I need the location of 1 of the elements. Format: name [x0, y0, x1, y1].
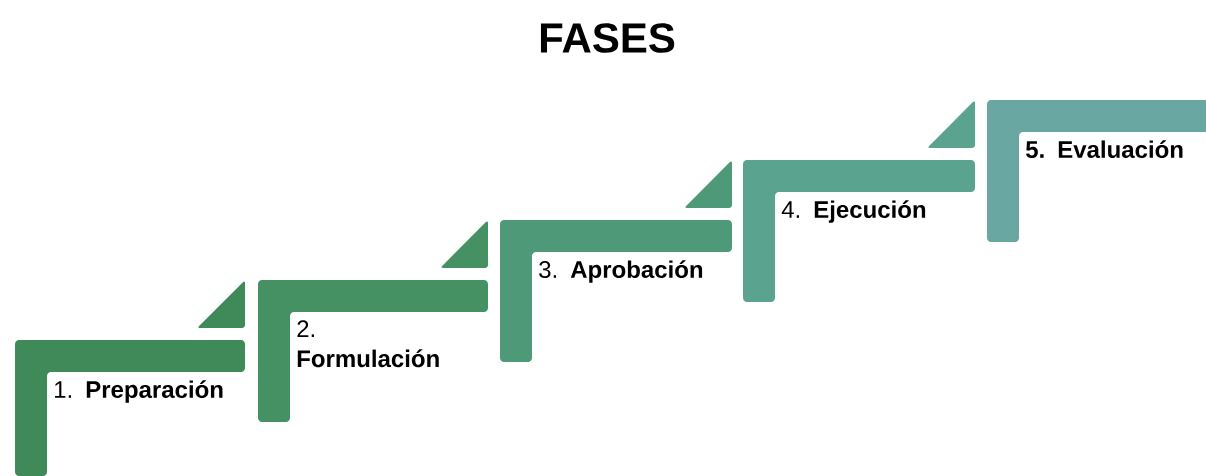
title: FASES — [540, 23, 675, 53]
